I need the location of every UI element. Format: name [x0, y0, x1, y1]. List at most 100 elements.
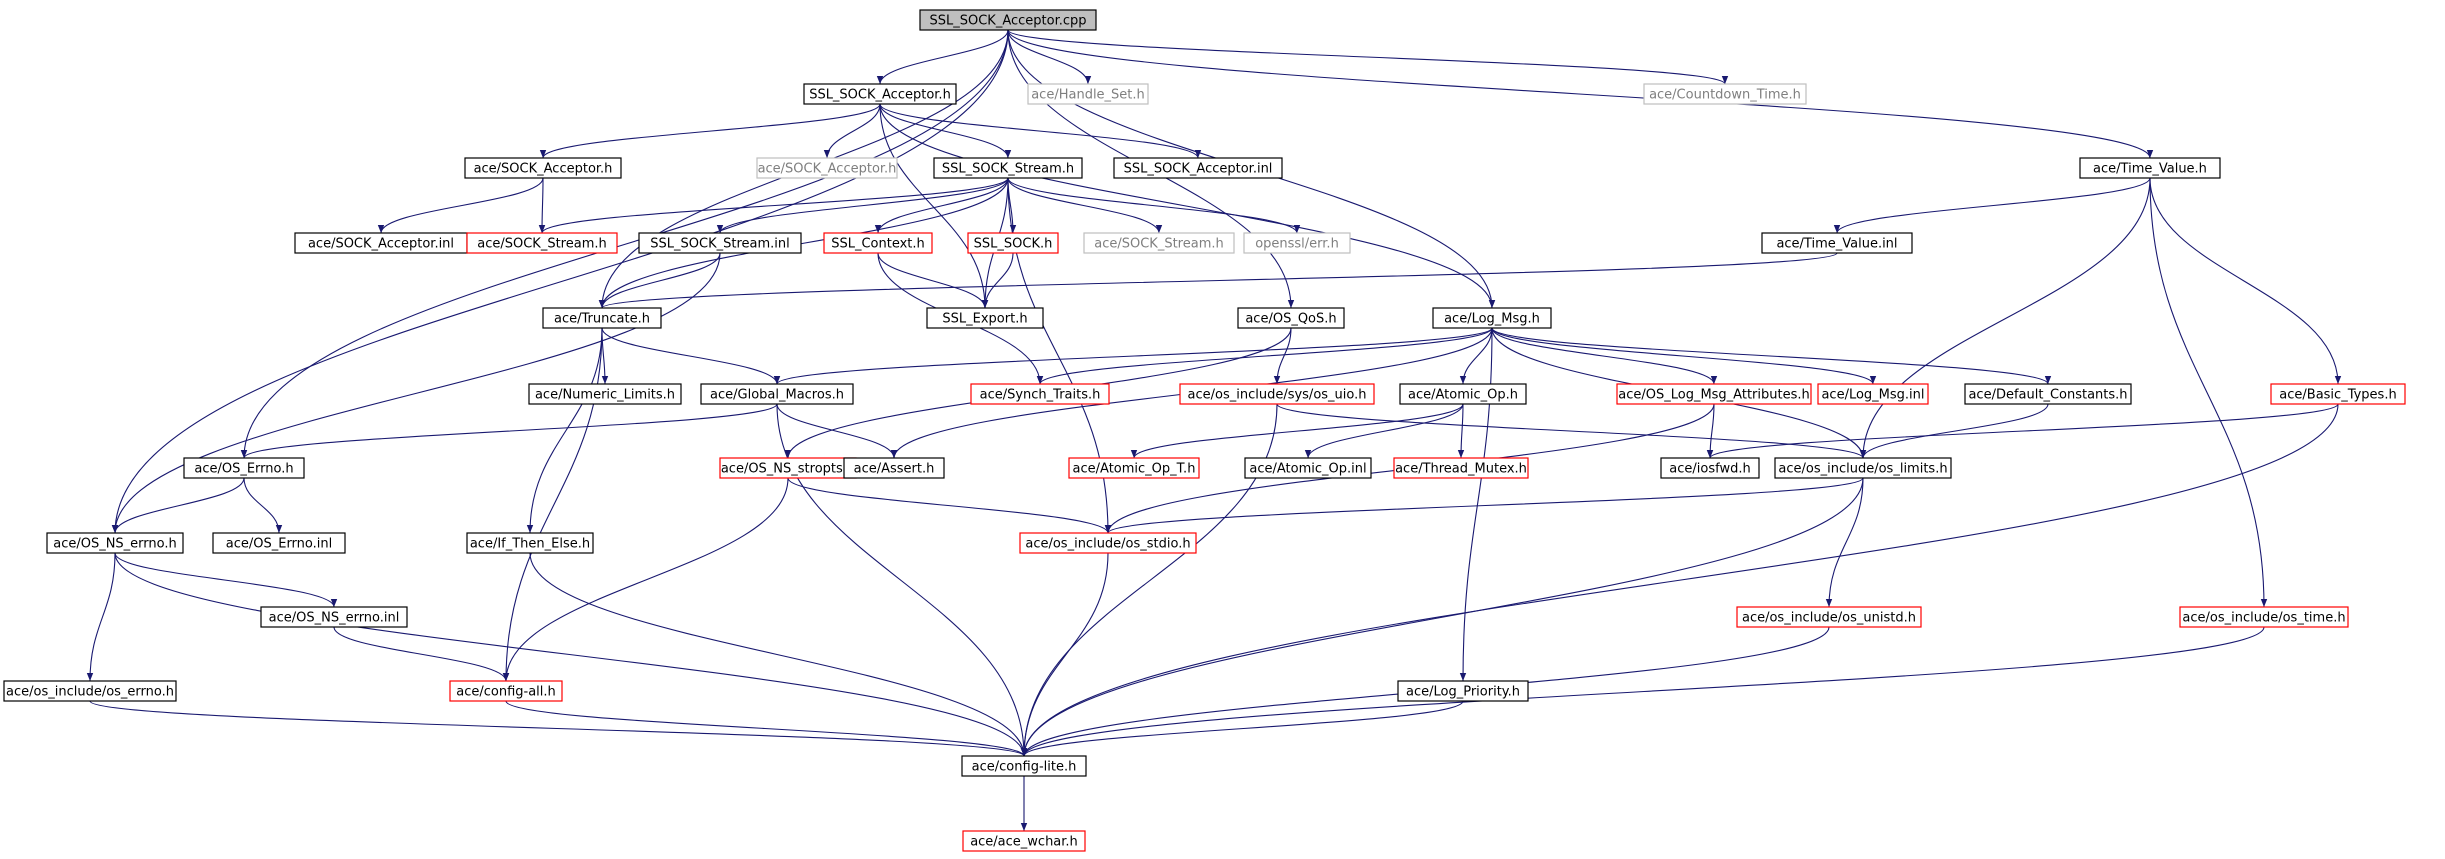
node-ace-os-include-os-time-h[interactable]: ace/os_include/os_time.h [2179, 606, 2349, 628]
node-ssl-context-h[interactable]: SSL_Context.h [823, 232, 933, 254]
node-ssl-export-h[interactable]: SSL_Export.h [926, 307, 1044, 329]
node-label: ace/os_include/os_time.h [2182, 611, 2345, 626]
node-box [2179, 606, 2349, 628]
node-ace-if-then-else-h[interactable]: ace/If_Then_Else.h [466, 532, 594, 554]
node-box [1432, 307, 1552, 329]
node-box [961, 755, 1087, 777]
node-ace-os-ns-stropts-h[interactable]: ace/OS_NS_stropts.h [719, 457, 857, 479]
edge-root-to-osnserrno [111, 29, 1009, 534]
node-ace-os-log-msg-attributes-h[interactable]: ace/OS_Log_Msg_Attributes.h [1616, 383, 1812, 405]
node-label: SSL_SOCK_Stream.inl [650, 237, 789, 252]
node-ace-sock-acceptor-h: ace/SOCK_Acceptor.h [756, 157, 898, 179]
node-box [1019, 532, 1197, 554]
edge-oslimits-to-osunistd [1825, 477, 1864, 608]
node-ssl-sock-acceptor-cpp[interactable]: SSL_SOCK_Acceptor.cpp [919, 9, 1097, 31]
node-box [1397, 680, 1529, 702]
node-label: ace/Countdown_Time.h [1649, 88, 1801, 103]
node-label: ace/Synch_Traits.h [980, 388, 1101, 403]
node-label: ace/SOCK_Acceptor.h [474, 162, 613, 177]
node-box [3, 680, 177, 702]
node-ace-os-ns-errno-inl[interactable]: ace/OS_NS_errno.inl [260, 606, 408, 628]
node-box [1616, 383, 1812, 405]
node-label: ace/os_include/os_errno.h [6, 685, 174, 700]
node-label: ace/OS_Errno.h [194, 462, 293, 477]
node-ssl-sock-stream-inl[interactable]: SSL_SOCK_Stream.inl [638, 232, 802, 254]
edge-truncate-to-globalmacros [601, 327, 781, 385]
node-ace-time-value-h[interactable]: ace/Time_Value.h [2079, 157, 2221, 179]
edge-sslstream-to-sslcontext [874, 177, 1009, 234]
node-ace-os-include-sys-os-uio-h[interactable]: ace/os_include/sys/os_uio.h [1179, 383, 1375, 405]
node-box [1244, 457, 1372, 479]
node-label: SSL_Context.h [831, 237, 925, 252]
node-ace-ace-wchar-h[interactable]: ace/ace_wchar.h [962, 830, 1086, 852]
node-ace-numeric-limits-h[interactable]: ace/Numeric_Limits.h [528, 383, 682, 405]
node-ace-atomic-op-h[interactable]: ace/Atomic_Op.h [1399, 383, 1527, 405]
node-ssl-sock-acceptor-inl[interactable]: SSL_SOCK_Acceptor.inl [1113, 157, 1283, 179]
edge-root-to-sslh [876, 29, 1009, 85]
node-ace-os-ns-errno-h[interactable]: ace/OS_NS_errno.h [46, 532, 184, 554]
node-ace-os-include-os-errno-h[interactable]: ace/os_include/os_errno.h [3, 680, 177, 702]
edge-logmsg-to-logmsginl [1491, 327, 1877, 385]
node-ace-log-priority-h[interactable]: ace/Log_Priority.h [1397, 680, 1529, 702]
node-ace-os-include-os-unistd-h[interactable]: ace/os_include/os_unistd.h [1736, 606, 1922, 628]
node-ace-time-value-inl[interactable]: ace/Time_Value.inl [1761, 232, 1913, 254]
node-ace-log-msg-inl[interactable]: ace/Log_Msg.inl [1817, 383, 1929, 405]
node-label: ace/SOCK_Acceptor.inl [308, 237, 454, 252]
node-ace-atomic-op-t-h[interactable]: ace/Atomic_Op_T.h [1068, 457, 1200, 479]
node-box [464, 157, 622, 179]
node-ace-truncate-h[interactable]: ace/Truncate.h [542, 307, 662, 329]
node-box [1068, 457, 1200, 479]
node-ace-global-macros-h[interactable]: ace/Global_Macros.h [700, 383, 854, 405]
node-ace-os-include-os-limits-h[interactable]: ace/os_include/os_limits.h [1774, 457, 1952, 479]
edge-configall-to-configlite [505, 700, 1028, 757]
node-ace-sock-acceptor-inl[interactable]: ace/SOCK_Acceptor.inl [294, 232, 468, 254]
node-ace-os-qos-h[interactable]: ace/OS_QoS.h [1237, 307, 1345, 329]
node-ace-sock-acceptor-h[interactable]: ace/SOCK_Acceptor.h [464, 157, 622, 179]
edge-osnserrnoinl-to-configall [333, 626, 510, 682]
node-ace-os-errno-h[interactable]: ace/OS_Errno.h [183, 457, 305, 479]
node-ace-handle-set-h: ace/Handle_Set.h [1027, 83, 1149, 105]
node-ssl-sock-stream-h[interactable]: SSL_SOCK_Stream.h [933, 157, 1083, 179]
node-ace-thread-mutex-h[interactable]: ace/Thread_Mutex.h [1393, 457, 1529, 479]
node-ace-config-lite-h[interactable]: ace/config-lite.h [961, 755, 1087, 777]
node-box [1393, 457, 1529, 479]
edge-logmsg-to-synchtraits [1036, 327, 1493, 385]
node-ace-basic-types-h[interactable]: ace/Basic_Types.h [2270, 383, 2406, 405]
node-ace-assert-h[interactable]: ace/Assert.h [843, 457, 945, 479]
node-box [1761, 232, 1913, 254]
node-box [2079, 157, 2221, 179]
node-box [962, 830, 1086, 852]
edge-osuio-to-configlite [1020, 403, 1278, 757]
node-box [528, 383, 682, 405]
node-label: ace/Atomic_Op.h [1408, 388, 1518, 403]
node-ace-config-all-h[interactable]: ace/config-all.h [449, 680, 563, 702]
edge-osnserrno-to-osnserrnoinl [114, 552, 338, 608]
node-label: ace/Log_Priority.h [1406, 685, 1520, 700]
node-box [449, 680, 563, 702]
node-ssl-sock-acceptor-h[interactable]: SSL_SOCK_Acceptor.h [803, 83, 957, 105]
node-ace-synch-traits-h[interactable]: ace/Synch_Traits.h [970, 383, 1110, 405]
edge-sslh-to-sslexport [879, 103, 989, 309]
node-box [1179, 383, 1375, 405]
node-label: ace/os_include/os_unistd.h [1742, 611, 1916, 626]
node-box [46, 532, 184, 554]
node-ace-atomic-op-inl[interactable]: ace/Atomic_Op.inl [1244, 457, 1372, 479]
node-box [260, 606, 408, 628]
edge-sslh-to-sslaccinl [879, 103, 1202, 159]
node-ace-os-include-os-stdio-h[interactable]: ace/os_include/os_stdio.h [1019, 532, 1197, 554]
edge-layer [86, 29, 2342, 831]
edge-logmsg-to-defconst [1491, 327, 2052, 385]
node-label: ace/Log_Msg.h [1444, 312, 1540, 327]
node-ace-log-msg-h[interactable]: ace/Log_Msg.h [1432, 307, 1552, 329]
edge-oserrnoh-to-osnserrno [111, 477, 245, 534]
edge-basictypes-to-iosfwd [1707, 403, 2339, 459]
node-ace-os-errno-inl[interactable]: ace/OS_Errno.inl [212, 532, 346, 554]
node-ssl-sock-h[interactable]: SSL_SOCK.h [967, 232, 1059, 254]
node-ace-iosfwd-h[interactable]: ace/iosfwd.h [1660, 457, 1760, 479]
node-label: SSL_Export.h [942, 312, 1027, 327]
node-box [1113, 157, 1283, 179]
edge-oslimits-to-configlite [1020, 477, 1864, 757]
node-ace-default-constants-h[interactable]: ace/Default_Constants.h [1964, 383, 2132, 405]
node-label: ace/os_include/sys/os_uio.h [1188, 388, 1367, 403]
node-ace-sock-stream-h[interactable]: ace/SOCK_Stream.h [466, 232, 618, 254]
